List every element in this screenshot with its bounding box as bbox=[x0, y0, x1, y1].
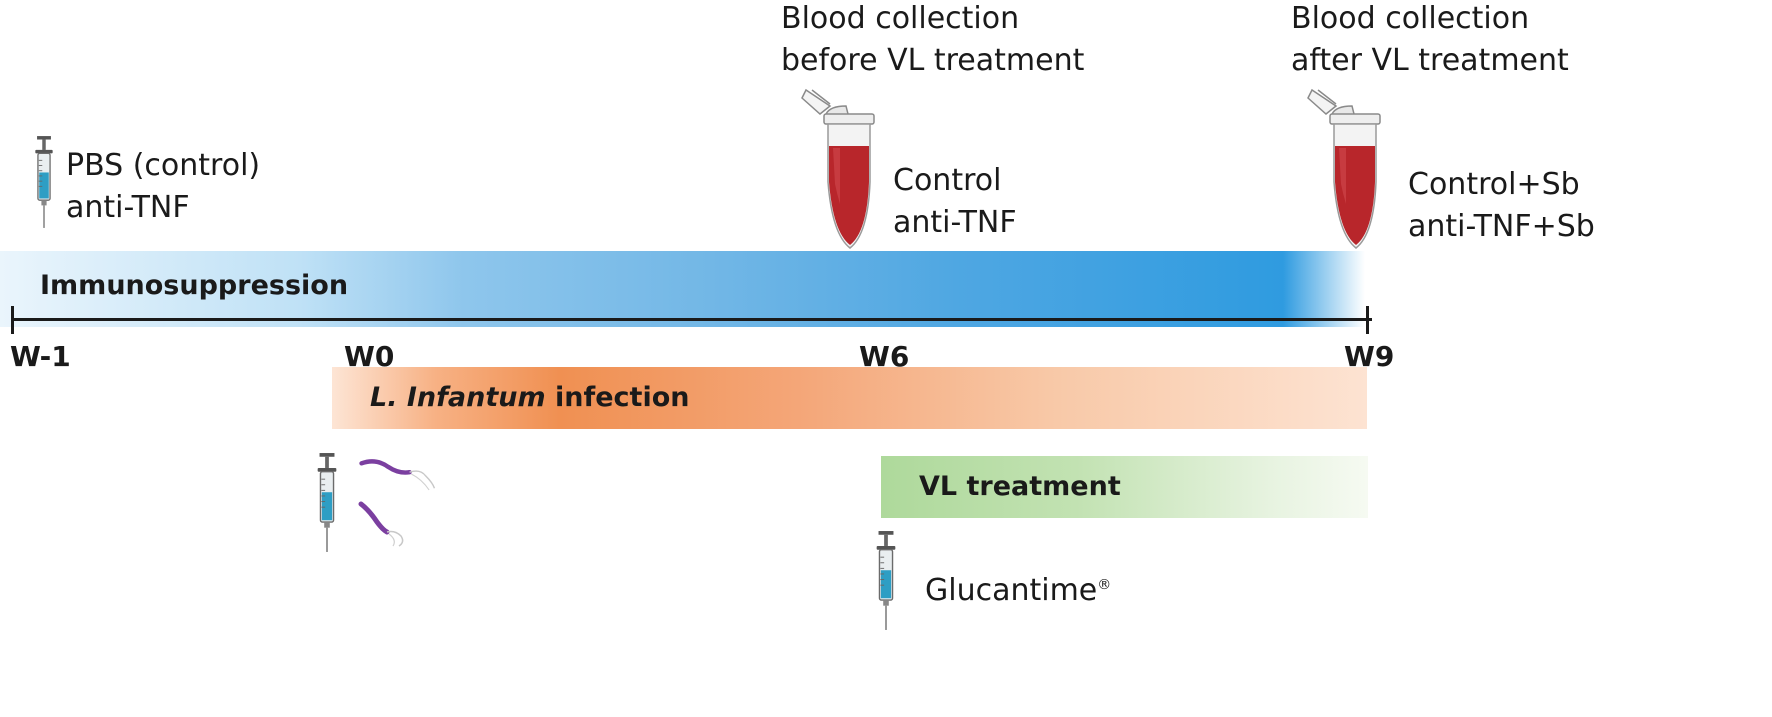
anti-tnf-group-label: anti-TNF bbox=[893, 205, 1017, 240]
blood-after-groups: Control+Sb anti-TNF+Sb bbox=[1408, 164, 1595, 248]
control-sb-label: Control+Sb bbox=[1408, 167, 1580, 202]
blood-after-title-line2: after VL treatment bbox=[1291, 43, 1569, 78]
blood-after-title: Blood collection after VL treatment bbox=[1291, 0, 1569, 82]
tick-w0: W0 bbox=[344, 340, 395, 373]
blood-after-title-line1: Blood collection bbox=[1291, 1, 1530, 36]
anti-tnf-sb-label: anti-TNF+Sb bbox=[1408, 209, 1595, 244]
syringe-icon bbox=[31, 128, 57, 236]
infection-label: L. Infantum infection bbox=[370, 377, 689, 419]
glucantime-name: Glucantime bbox=[925, 573, 1098, 608]
immunosuppression-bar: Immunosuppression bbox=[0, 251, 1365, 327]
timeline-axis bbox=[12, 318, 1372, 321]
control-label: Control bbox=[893, 163, 1002, 198]
blood-before-title-line1: Blood collection bbox=[781, 1, 1020, 36]
pbs-control-label: PBS (control) bbox=[66, 148, 261, 183]
parasite-icon bbox=[358, 455, 438, 493]
syringe-icon bbox=[872, 528, 900, 633]
infection-bar: L. Infantum infection bbox=[332, 367, 1367, 429]
tick-w9: W9 bbox=[1344, 340, 1395, 373]
glucantime-label: Glucantime® bbox=[925, 564, 1111, 612]
blood-before-title-line2: before VL treatment bbox=[781, 43, 1085, 78]
pre-treatment-groups: PBS (control) anti-TNF bbox=[66, 145, 260, 229]
axis-tick-end bbox=[1366, 306, 1369, 334]
blood-before-groups: Control anti-TNF bbox=[893, 160, 1017, 244]
parasite-icon bbox=[358, 501, 404, 547]
tick-w6: W6 bbox=[859, 340, 910, 373]
syringe-icon bbox=[313, 450, 341, 555]
infection-species: L. Infantum bbox=[370, 382, 546, 413]
blood-before-title: Blood collection before VL treatment bbox=[781, 0, 1084, 82]
vl-treatment-bar: VL treatment bbox=[881, 456, 1368, 518]
vl-treatment-label: VL treatment bbox=[919, 471, 1121, 502]
tick-w-1: W-1 bbox=[10, 340, 71, 373]
glucantime-registered-mark: ® bbox=[1097, 577, 1112, 593]
blood-tube-icon bbox=[1306, 84, 1396, 254]
blood-tube-icon bbox=[800, 84, 890, 254]
anti-tnf-label: anti-TNF bbox=[66, 190, 190, 225]
immunosuppression-label: Immunosuppression bbox=[40, 270, 349, 301]
axis-tick-start bbox=[11, 306, 14, 334]
infection-word: infection bbox=[545, 382, 690, 413]
